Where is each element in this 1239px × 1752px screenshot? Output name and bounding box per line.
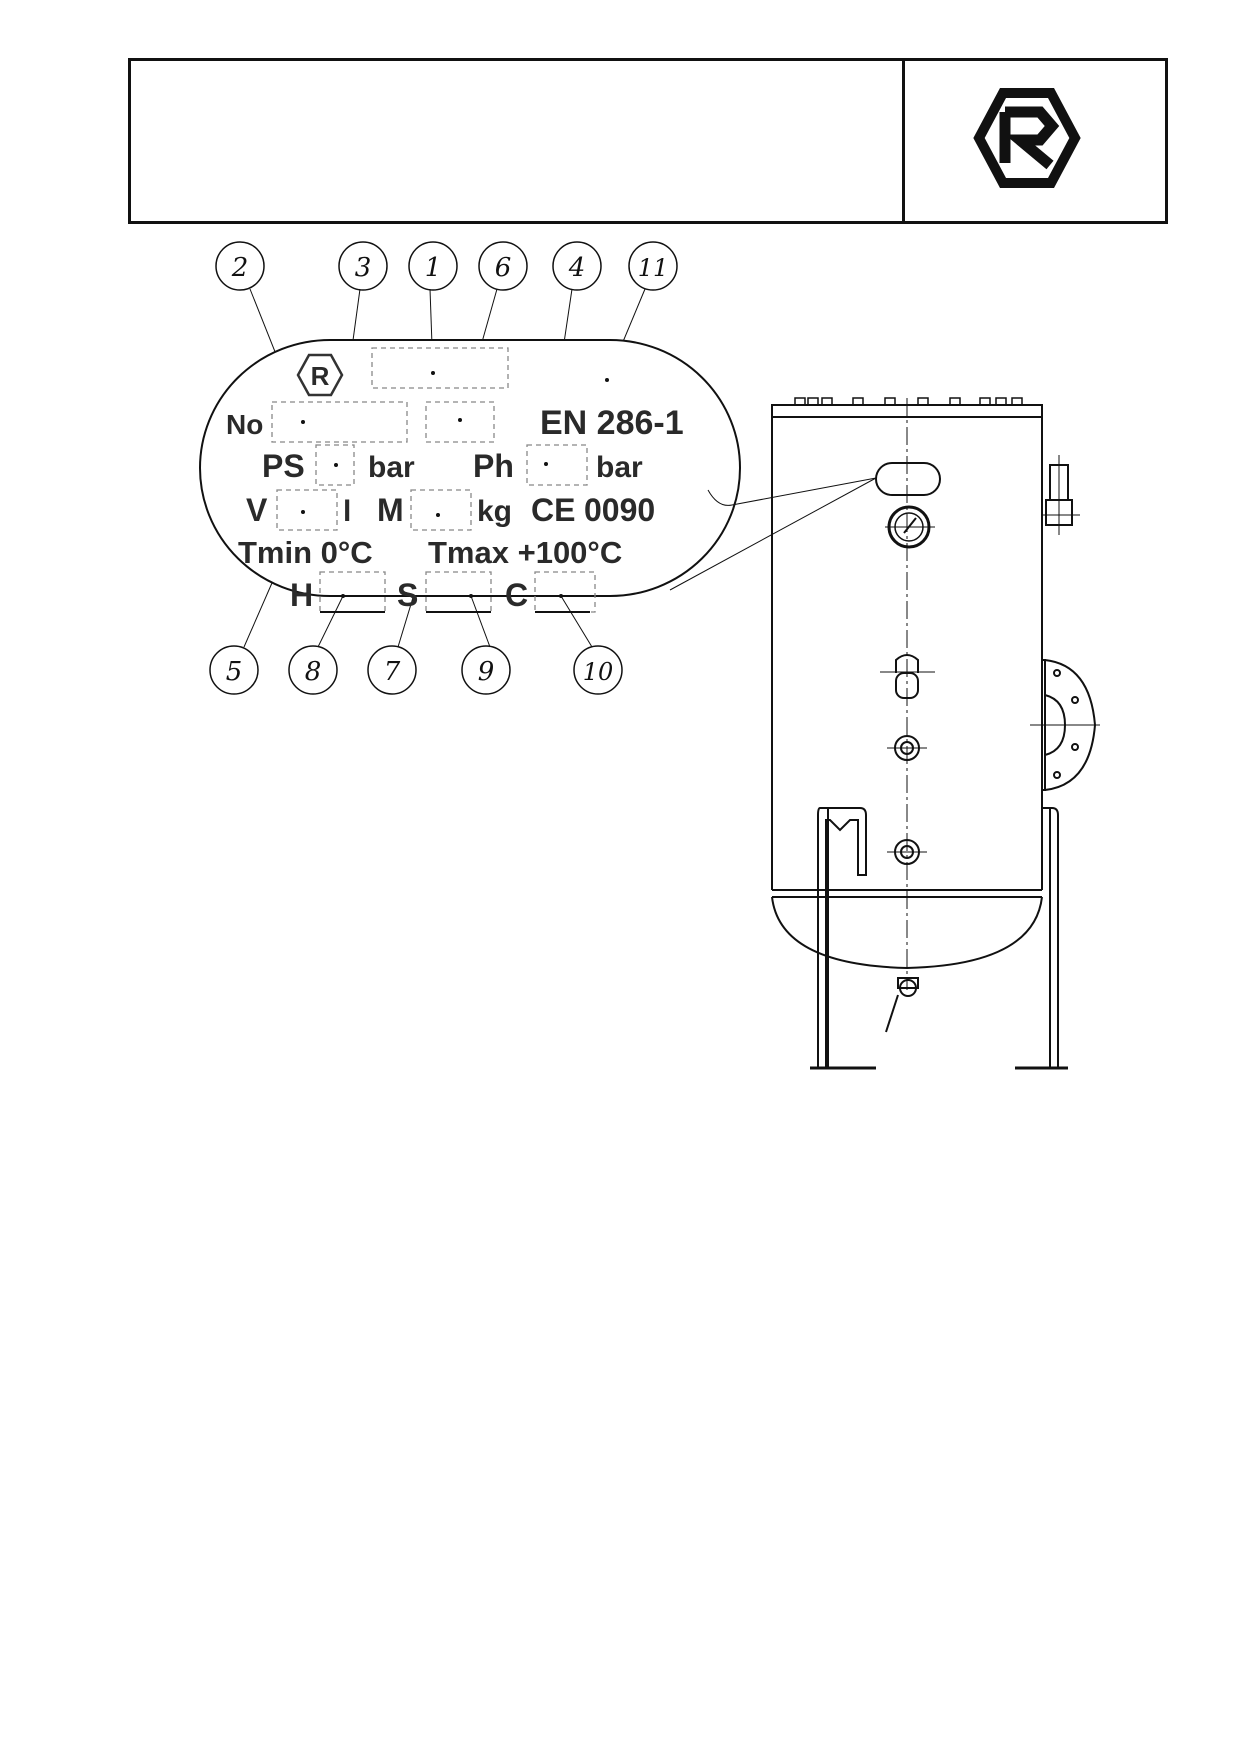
registered-mark-icon: R: [296, 353, 344, 397]
notified-body-number: 0090: [584, 492, 655, 528]
top-bolts: [794, 397, 1023, 406]
tmin-label: Tmin 0°C: [238, 535, 373, 570]
svg-text:3: 3: [355, 253, 372, 283]
callout-circle-3: 3: [338, 241, 388, 291]
m-label: M: [377, 492, 404, 528]
ps-label: PS: [262, 448, 305, 484]
field-marker-dots: [301, 371, 609, 598]
callout-circle-6: 6: [478, 241, 528, 291]
svg-text:8: 8: [305, 657, 322, 687]
nameplate-outline: [199, 339, 741, 597]
m-unit: kg: [477, 495, 512, 528]
callout-circle-7: 7: [367, 645, 417, 695]
callout-circle-1: 1: [408, 241, 458, 291]
callout-circle-8: 8: [288, 645, 338, 695]
svg-text:10: 10: [583, 658, 614, 686]
h-label: H: [290, 577, 313, 613]
svg-text:7: 7: [384, 657, 401, 687]
svg-text:2: 2: [231, 253, 249, 283]
svg-text:6: 6: [495, 253, 512, 283]
callout-circle-5: 5: [209, 645, 259, 695]
company-logo-icon: [973, 88, 1081, 188]
svg-text:4: 4: [568, 253, 586, 283]
callout-circle-2: 2: [215, 241, 265, 291]
standard-label: EN 286-1: [540, 404, 684, 442]
title-block-divider: [902, 61, 905, 221]
svg-text:5: 5: [226, 657, 243, 687]
svg-text:R: R: [311, 361, 330, 391]
callout-circle-9: 9: [461, 645, 511, 695]
c-label: C: [505, 577, 528, 613]
callout-circle-11: 11: [628, 241, 678, 291]
s-label: S: [397, 577, 418, 613]
v-unit: l: [343, 495, 351, 528]
svg-text:9: 9: [478, 657, 495, 687]
tmax-label: Tmax +100°C: [428, 535, 622, 570]
ph-label: Ph: [473, 448, 514, 484]
ps-unit: bar: [368, 451, 415, 484]
callout-circle-10: 10: [573, 645, 623, 695]
no-label: No: [226, 409, 263, 440]
v-label: V: [246, 492, 268, 528]
pressure-vessel-drawing: [771, 397, 1100, 1070]
ph-unit: bar: [596, 451, 643, 484]
callout-circle-4: 4: [552, 241, 602, 291]
svg-text:1: 1: [425, 253, 442, 283]
svg-text:11: 11: [638, 254, 669, 282]
ce-mark: CE: [531, 492, 575, 528]
